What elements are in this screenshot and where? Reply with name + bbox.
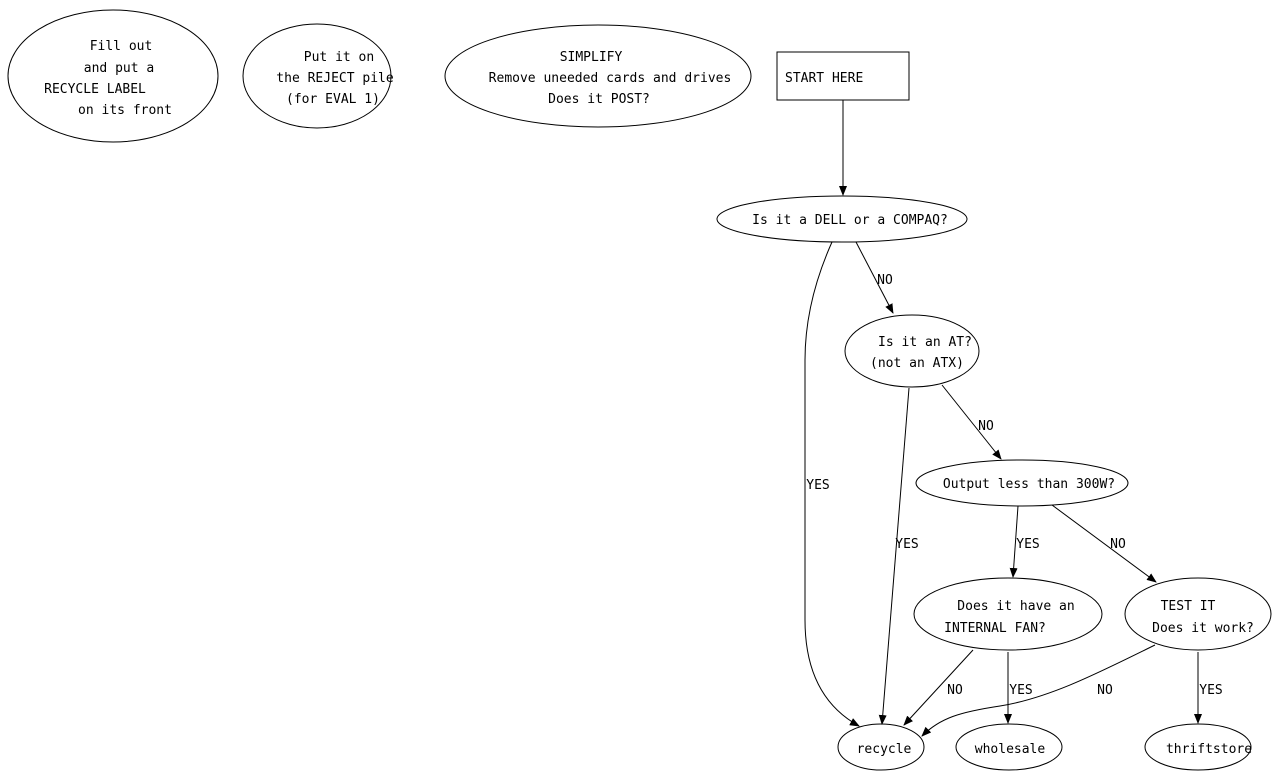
node-test: TEST IT Does it work? — [1124, 577, 1272, 651]
node-text: Remove uneeded cards and drives — [489, 71, 732, 86]
node-wholesale: wholesale — [955, 723, 1063, 771]
node-fan: Does it have an INTERNAL FAN? — [913, 577, 1103, 651]
node-text: thriftstore — [1166, 742, 1252, 757]
node-text: Fill out — [90, 39, 153, 54]
node-text: Output less than 300W? — [943, 477, 1115, 492]
edge-label: NO — [947, 683, 963, 698]
node-text: Does it work? — [1152, 621, 1254, 636]
edge-label: YES — [1199, 683, 1222, 698]
node-start: START HERE — [776, 51, 910, 101]
node-text: Does it POST? — [548, 92, 650, 107]
node-text: the REJECT pile — [276, 71, 394, 86]
node-text: and put a — [84, 61, 154, 76]
node-text: START HERE — [785, 71, 863, 86]
node-text: recycle — [857, 742, 912, 757]
edge-output-test — [1051, 504, 1157, 583]
node-text: Is it a DELL or a COMPAQ? — [752, 213, 948, 228]
edge-at-recycle — [878, 387, 910, 725]
edge-label: NO — [1097, 683, 1113, 698]
node-output: Output less than 300W? — [915, 459, 1129, 507]
node-reject: Put it on the REJECT pile (for EVAL 1) — [242, 23, 394, 129]
edge-label: NO — [978, 419, 994, 434]
edge-label: NO — [1110, 537, 1126, 552]
node-text: on its front — [78, 103, 172, 118]
node-recycle: recycle — [837, 723, 925, 771]
edge-output-fan — [1009, 505, 1019, 578]
node-at: Is it an AT? (not an ATX) — [844, 314, 980, 388]
node-text: SIMPLIFY — [560, 50, 623, 65]
node-text: Does it have an — [957, 599, 1074, 614]
edge-label: YES — [806, 478, 829, 493]
node-text: TEST IT — [1161, 599, 1216, 614]
node-fill-out: Fill out and put a RECYCLE LABEL on its … — [7, 9, 219, 143]
node-text: (for EVAL 1) — [286, 92, 380, 107]
edge-label: NO — [877, 273, 893, 288]
edge-test-recycle — [921, 644, 1156, 737]
edge-fan-recycle — [903, 649, 974, 726]
node-dell: Is it a DELL or a COMPAQ? — [716, 195, 968, 243]
edge-at-output — [941, 384, 1002, 460]
edge-dell-recycle — [804, 241, 860, 727]
edge-label: YES — [1016, 537, 1039, 552]
node-text: RECYCLE LABEL — [44, 82, 146, 97]
node-text: Put it on — [304, 50, 374, 65]
edge-label: YES — [895, 537, 918, 552]
node-simplify: SIMPLIFY Remove uneeded cards and drives… — [444, 24, 752, 128]
edge-label: YES — [1009, 683, 1032, 698]
node-text: (not an ATX) — [870, 356, 964, 371]
node-text: INTERNAL FAN? — [944, 621, 1046, 636]
node-text: wholesale — [975, 742, 1046, 757]
node-text: Is it an AT? — [878, 335, 972, 350]
edge-dell-at — [855, 241, 894, 314]
node-thriftstore: thriftstore — [1144, 723, 1252, 771]
